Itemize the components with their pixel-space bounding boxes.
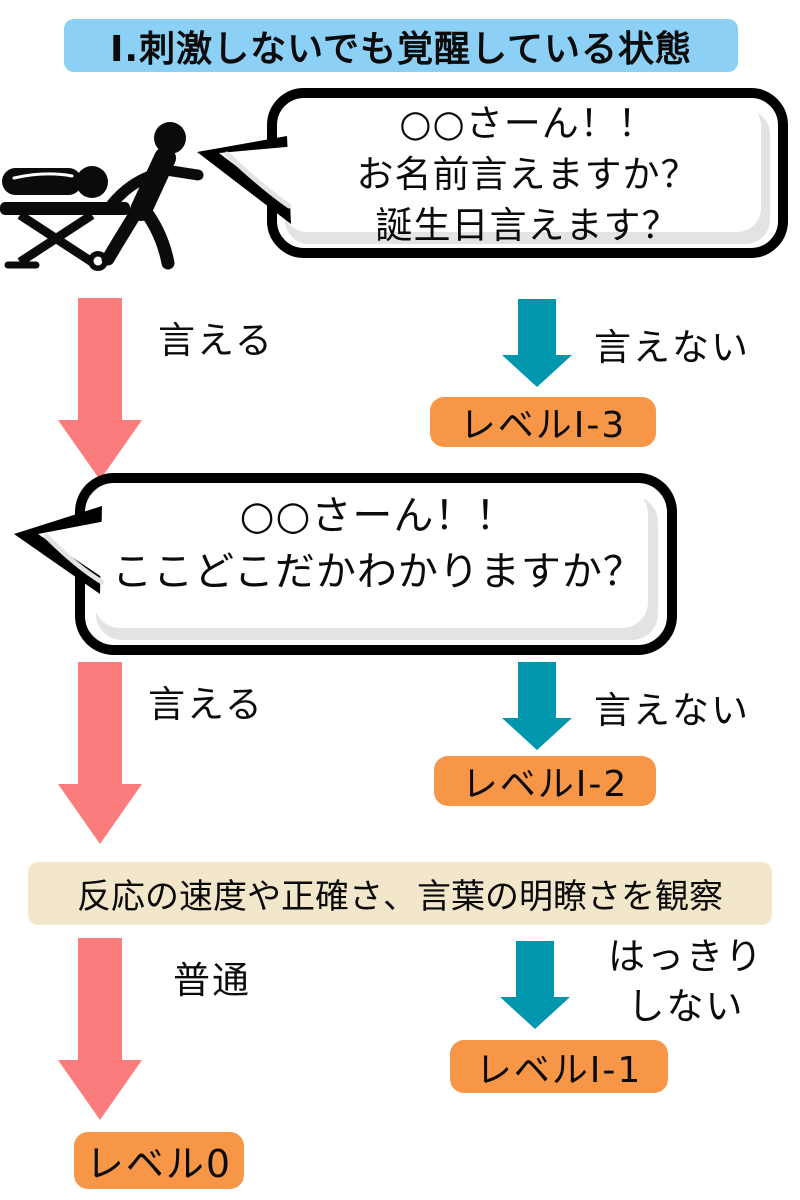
yes-label-2: 言える xyxy=(148,683,264,726)
no-label-line: しない xyxy=(627,985,745,1028)
level-badge-0: レベル0 xyxy=(74,1132,244,1189)
down-arrow-icon xyxy=(502,662,572,750)
level-badge-1-1: レベルⅠ-1 xyxy=(450,1040,668,1093)
observation-bar: 反応の速度や正確さ、言葉の明瞭さを観察 xyxy=(28,862,772,925)
yes-label-1: 言える xyxy=(158,319,274,362)
no-label-1: 言えない xyxy=(594,326,750,369)
down-arrow-icon xyxy=(58,662,142,844)
speech-bubble-1-text: ○○さーん！！ お名前言えますか？ 誕生日言えます？ xyxy=(275,98,780,251)
bubble-line: 誕生日言えます？ xyxy=(375,204,680,247)
page-title: Ⅰ.刺激しないでも覚醒している状態 xyxy=(64,19,738,72)
no-label-line: はっきり xyxy=(608,935,764,978)
bubble-line: お名前言えますか？ xyxy=(356,153,699,196)
no-label-2: 言えない xyxy=(594,689,750,732)
speech-bubble-2-text: ○○さーん！！ ここどこだかわかりますか？ xyxy=(100,488,656,600)
speech-bubble-2 xyxy=(14,473,677,655)
no-label-3: はっきり しない xyxy=(598,932,774,1032)
level-badge-1-3: レベルⅠ-3 xyxy=(430,397,656,447)
speech-bubble-1 xyxy=(197,88,788,258)
stretcher-patient-caregiver-icon xyxy=(0,122,204,271)
yes-label-3: 普通 xyxy=(173,959,251,1002)
level-badge-1-2: レベルⅠ-2 xyxy=(434,756,656,806)
down-arrow-icon xyxy=(500,941,570,1029)
bubble-line: ここどこだかわかりますか？ xyxy=(112,549,644,595)
down-arrow-icon xyxy=(502,299,572,387)
down-arrow-icon xyxy=(58,298,142,480)
bubble-line: ○○さーん！！ xyxy=(399,102,656,145)
down-arrow-icon xyxy=(58,938,142,1120)
bubble-line: ○○さーん！！ xyxy=(239,493,517,539)
